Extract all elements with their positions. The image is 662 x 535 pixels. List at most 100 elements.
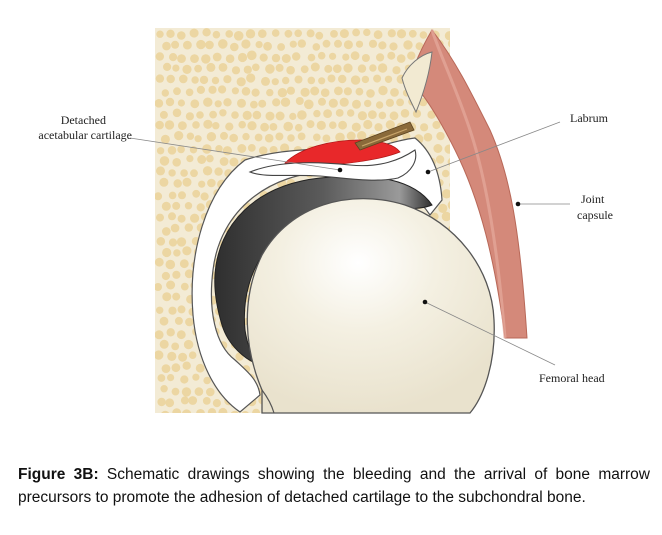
marrow-dot bbox=[329, 52, 337, 60]
marrow-dot bbox=[338, 74, 347, 84]
channel-highlight bbox=[361, 128, 408, 147]
marrow-dot bbox=[167, 374, 175, 382]
marrow-dot bbox=[171, 363, 181, 373]
marrow-dot bbox=[313, 133, 321, 142]
marrow-dot bbox=[265, 111, 275, 121]
marrow-dot bbox=[436, 131, 445, 141]
marrow-dot bbox=[271, 29, 280, 37]
marrow-dot bbox=[374, 123, 383, 132]
labrum-shape bbox=[401, 51, 433, 114]
marrow-dot bbox=[237, 98, 246, 108]
marrow-dot bbox=[241, 87, 251, 96]
marrow-dot bbox=[432, 120, 441, 130]
marrow-dot bbox=[231, 111, 239, 119]
marrow-dot bbox=[243, 65, 252, 74]
marrow-dot bbox=[184, 223, 193, 232]
marrow-dot bbox=[387, 51, 396, 60]
marrow-dot bbox=[318, 77, 326, 85]
marrow-dot bbox=[215, 145, 223, 153]
joint-space bbox=[191, 137, 443, 413]
marrow-dot bbox=[177, 31, 186, 40]
marrow-dot bbox=[389, 42, 398, 51]
hip-joint-diagram: Detached acetabular cartilage Labrum Joi… bbox=[38, 28, 613, 414]
marrow-dot bbox=[200, 192, 209, 201]
marrow-dot bbox=[196, 39, 206, 50]
marrow-dot bbox=[155, 257, 164, 267]
capsule-highlight bbox=[430, 29, 507, 339]
marrow-dot bbox=[182, 246, 192, 256]
marrow-dot bbox=[392, 66, 401, 75]
marrow-dot bbox=[277, 88, 288, 98]
marrow-dot bbox=[214, 167, 223, 176]
marrow-dot bbox=[197, 155, 207, 164]
marrow-dot bbox=[184, 202, 193, 210]
marrow-dot bbox=[168, 306, 177, 315]
marrow-dot bbox=[183, 339, 194, 350]
marrow-dot bbox=[192, 121, 200, 129]
marrow-dot bbox=[163, 62, 172, 71]
marrow-dot bbox=[192, 189, 201, 198]
marrow-dot bbox=[166, 328, 175, 337]
marrow-dot bbox=[252, 408, 261, 413]
marrow-dot bbox=[347, 109, 355, 117]
marrow-dot bbox=[156, 30, 164, 38]
marrow-dot bbox=[396, 29, 407, 39]
marrow-dot bbox=[218, 39, 228, 49]
marrow-dot bbox=[206, 387, 215, 397]
marrow-dot bbox=[162, 227, 171, 236]
marrow-dot bbox=[212, 52, 222, 62]
marrow-dot bbox=[328, 98, 338, 108]
marrow-dot bbox=[231, 87, 239, 95]
marrow-dot bbox=[289, 40, 297, 48]
marrow-dot bbox=[368, 39, 378, 48]
marrow-dot bbox=[206, 132, 217, 142]
marrow-dot bbox=[166, 74, 175, 84]
marrow-dot bbox=[351, 122, 361, 132]
marrow-dot bbox=[236, 77, 246, 87]
marrow-dot bbox=[322, 134, 331, 143]
marrow-dot bbox=[289, 112, 297, 120]
marrow-dot bbox=[316, 120, 326, 130]
marrow-dot bbox=[339, 29, 349, 39]
caption-label: Figure 3B: bbox=[18, 466, 99, 483]
marrow-dot bbox=[168, 191, 177, 200]
marrow-dot bbox=[315, 31, 324, 40]
marrow-dot bbox=[255, 41, 263, 49]
marrow-dot bbox=[161, 410, 170, 413]
marrow-dot bbox=[390, 88, 399, 97]
marrow-dot bbox=[396, 98, 404, 107]
marrow-dot bbox=[284, 29, 293, 38]
marrow-dot bbox=[190, 213, 200, 223]
marrow-dot bbox=[225, 30, 233, 38]
marrow-dot bbox=[155, 350, 164, 360]
marrow-dot bbox=[225, 54, 235, 63]
marrow-dot bbox=[172, 108, 182, 118]
marrow-dot bbox=[219, 109, 227, 117]
marrow-dot bbox=[247, 50, 257, 61]
marrow-dot bbox=[223, 98, 232, 107]
marrow-dot bbox=[156, 147, 165, 155]
marrow-dot bbox=[179, 259, 189, 269]
marrow-dot bbox=[385, 120, 395, 130]
marrow-dot bbox=[246, 73, 256, 83]
marrow-dot bbox=[280, 143, 290, 153]
marrow-dot bbox=[275, 132, 284, 141]
marrow-dot bbox=[160, 385, 168, 393]
marrow-dot bbox=[373, 74, 382, 83]
marrow-dot bbox=[330, 30, 338, 38]
marrow-dot bbox=[251, 88, 260, 97]
marrow-dot bbox=[254, 133, 263, 142]
marrow-dot bbox=[172, 201, 181, 210]
marrow-dot bbox=[202, 166, 213, 176]
marrow-dot bbox=[198, 180, 206, 188]
marrow-dot bbox=[355, 87, 364, 96]
marrow-dot bbox=[201, 54, 211, 64]
marrow-dot bbox=[286, 86, 295, 95]
marrow-dot bbox=[162, 41, 171, 51]
marrow-dot bbox=[156, 166, 165, 176]
marrow-dot bbox=[157, 397, 166, 407]
marrow-dot bbox=[261, 76, 270, 86]
marrow-dot bbox=[277, 43, 285, 51]
marrow-dot bbox=[155, 283, 162, 291]
marrow-dot bbox=[376, 53, 385, 62]
